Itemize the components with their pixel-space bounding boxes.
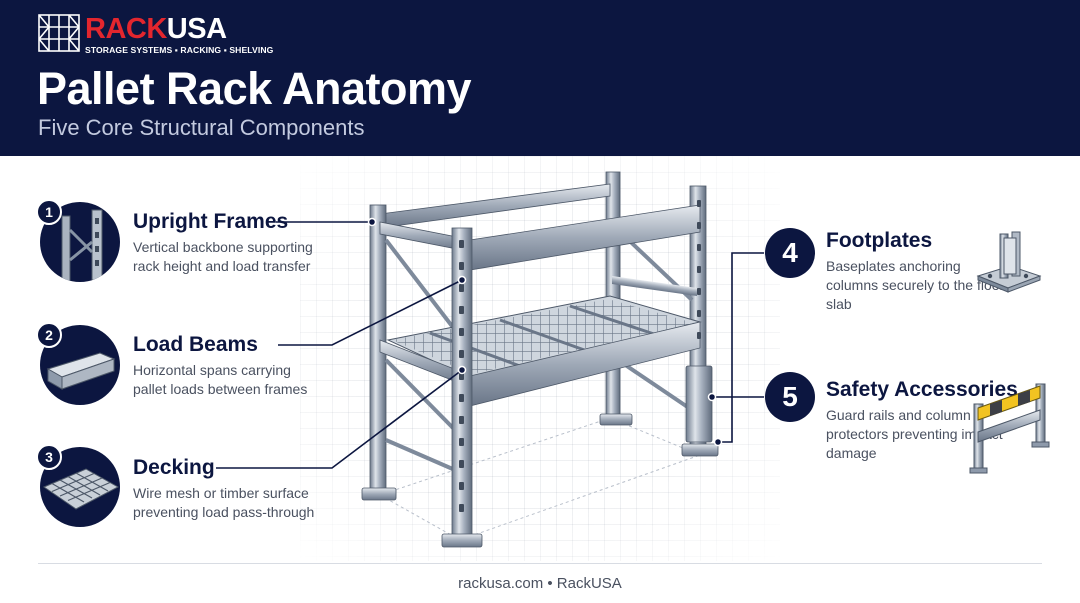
footer-divider bbox=[38, 563, 1042, 564]
component-number-badge: 1 bbox=[36, 199, 62, 225]
component-number-badge: 2 bbox=[36, 322, 62, 348]
right-frame-cross bbox=[612, 276, 697, 296]
left-frame-braces bbox=[384, 238, 457, 472]
leader-lines bbox=[216, 221, 764, 469]
header-banner: RACKUSA STORAGE SYSTEMS ▪ RACKING ▪ SHEL… bbox=[0, 0, 1080, 156]
brand-name: RACKUSA bbox=[85, 14, 227, 44]
brand-tagline: STORAGE SYSTEMS ▪ RACKING ▪ SHELVING bbox=[85, 45, 274, 55]
component-title: Upright Frames bbox=[133, 210, 289, 233]
component-title: Decking bbox=[133, 456, 215, 479]
component-description: Vertical backbone supporting rack height… bbox=[133, 239, 313, 274]
back-top-beam bbox=[379, 183, 611, 229]
rack-logo-icon bbox=[38, 14, 80, 52]
page-title: Pallet Rack Anatomy bbox=[37, 63, 472, 114]
floor-outline bbox=[379, 417, 702, 541]
column-protector bbox=[685, 365, 713, 443]
front-top-beam bbox=[469, 204, 701, 271]
component-description: Baseplates anchoring columns securely to… bbox=[826, 258, 1005, 312]
leader-dots bbox=[367, 217, 723, 447]
upright-punch-holes bbox=[459, 200, 701, 512]
guard-rail-icon bbox=[969, 383, 1050, 474]
rack-footplates bbox=[361, 413, 719, 548]
component-description: Wire mesh or timber surface preventing l… bbox=[133, 485, 315, 520]
footer-credit[interactable]: rackusa.com • RackUSA bbox=[458, 575, 622, 592]
component-description: Horizontal spans carrying pallet loads b… bbox=[133, 362, 308, 397]
component-title: Footplates bbox=[826, 229, 933, 252]
brand-name-usa: USA bbox=[166, 13, 227, 45]
brand-logo[interactable]: RACKUSA STORAGE SYSTEMS ▪ RACKING ▪ SHEL… bbox=[37, 12, 273, 56]
component-description: Guard rails and column protectors preven… bbox=[826, 407, 1003, 461]
component-number-badge: 4 bbox=[765, 228, 815, 278]
pallet-rack-illustration bbox=[216, 171, 764, 548]
brand-name-rack: RACK bbox=[85, 13, 167, 45]
page-subtitle: Five Core Structural Components bbox=[38, 115, 365, 140]
footplate-icon bbox=[976, 231, 1042, 293]
component-number-badge: 3 bbox=[36, 444, 62, 470]
front-left-upright bbox=[451, 227, 473, 541]
deck-channels bbox=[429, 304, 661, 368]
component-title: Safety Accessories bbox=[826, 378, 1018, 401]
component-number-badge: 5 bbox=[765, 372, 815, 422]
component-title: Load Beams bbox=[133, 333, 258, 356]
